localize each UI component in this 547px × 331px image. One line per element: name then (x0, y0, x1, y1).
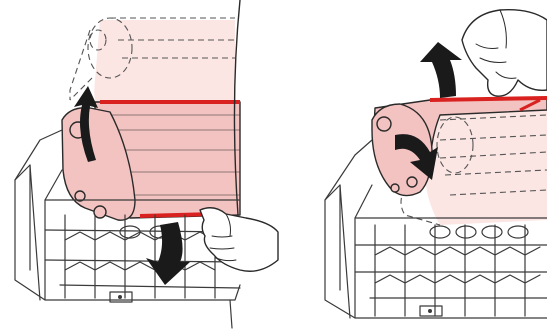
up-arrow-icon (420, 42, 462, 98)
hand-icon (462, 10, 547, 96)
right-panel (325, 10, 547, 318)
left-panel (15, 0, 278, 328)
